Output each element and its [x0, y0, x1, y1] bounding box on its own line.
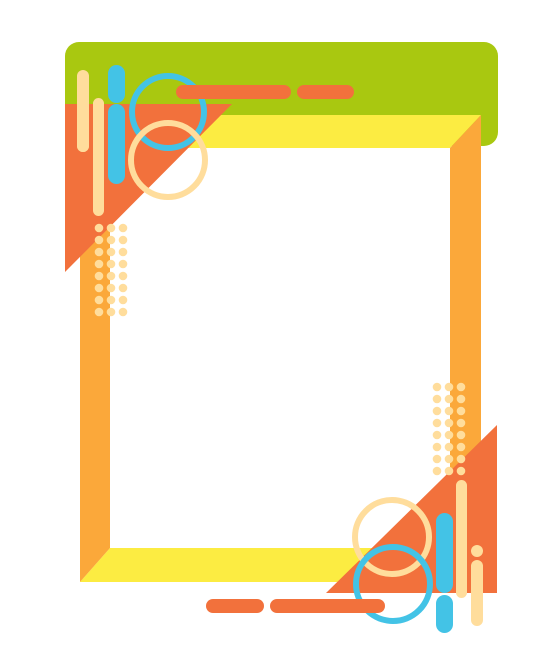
grid-dot [456, 430, 466, 440]
grid-dot [106, 283, 116, 293]
grid-dot [94, 307, 104, 317]
coral-pill-bar [297, 85, 354, 99]
grid-dot [432, 406, 442, 416]
top-left-decorations [77, 65, 354, 317]
grid-dot [118, 283, 128, 293]
grid-dot [94, 235, 104, 245]
blue-pill-bar [108, 65, 125, 103]
grid-dot [444, 454, 454, 464]
grid-dot [432, 418, 442, 428]
grid-dot [94, 259, 104, 269]
grid-dot [118, 235, 128, 245]
grid-dot [94, 247, 104, 257]
grid-dot [118, 223, 128, 233]
cream-dot [77, 140, 89, 152]
grid-dot [444, 466, 454, 476]
grid-dot [94, 295, 104, 305]
grid-dot [432, 442, 442, 452]
grid-dot [444, 442, 454, 452]
cream-pill-bar [77, 70, 89, 152]
grid-dot [106, 247, 116, 257]
cream-pill-bar [456, 480, 467, 598]
grid-dot [456, 394, 466, 404]
grid-dot [118, 259, 128, 269]
blue-ring-icon [353, 544, 433, 624]
cream-pill-bar [93, 98, 104, 216]
grid-dot [456, 454, 466, 464]
cream-pill-bar [471, 560, 483, 626]
cream-dot [471, 545, 483, 557]
grid-dot [432, 466, 442, 476]
grid-dot [444, 382, 454, 392]
coral-pill-bar [206, 599, 264, 613]
grid-dot [118, 247, 128, 257]
grid-dot [106, 271, 116, 281]
grid-dot [106, 295, 116, 305]
cream-ring-icon [128, 120, 208, 200]
blue-ring-icon [129, 73, 207, 151]
grid-dot [444, 394, 454, 404]
grid-dot [118, 271, 128, 281]
grid-dot [118, 307, 128, 317]
dot-grid-icon [432, 382, 466, 476]
grid-dot [444, 418, 454, 428]
coral-pill-bar [270, 599, 385, 613]
grid-dot [432, 430, 442, 440]
grid-dot [94, 223, 104, 233]
blue-pill-bar [436, 595, 453, 633]
grid-dot [106, 307, 116, 317]
blue-pill-bar [108, 104, 125, 184]
grid-dot [432, 394, 442, 404]
grid-dot [432, 454, 442, 464]
bottom-right-decorations [206, 382, 483, 633]
coral-pill-bar [176, 85, 291, 99]
grid-dot [106, 235, 116, 245]
grid-dot [444, 430, 454, 440]
grid-dot [106, 223, 116, 233]
grid-dot [432, 382, 442, 392]
grid-dot [94, 271, 104, 281]
dot-grid-icon [94, 223, 128, 317]
grid-dot [456, 466, 466, 476]
grid-dot [456, 382, 466, 392]
grid-dot [456, 418, 466, 428]
cream-ring-icon [352, 497, 432, 577]
grid-dot [444, 406, 454, 416]
grid-dot [106, 259, 116, 269]
grid-dot [94, 283, 104, 293]
grid-dot [456, 406, 466, 416]
grid-dot [456, 442, 466, 452]
grid-dot [118, 295, 128, 305]
blue-pill-bar [436, 513, 453, 593]
